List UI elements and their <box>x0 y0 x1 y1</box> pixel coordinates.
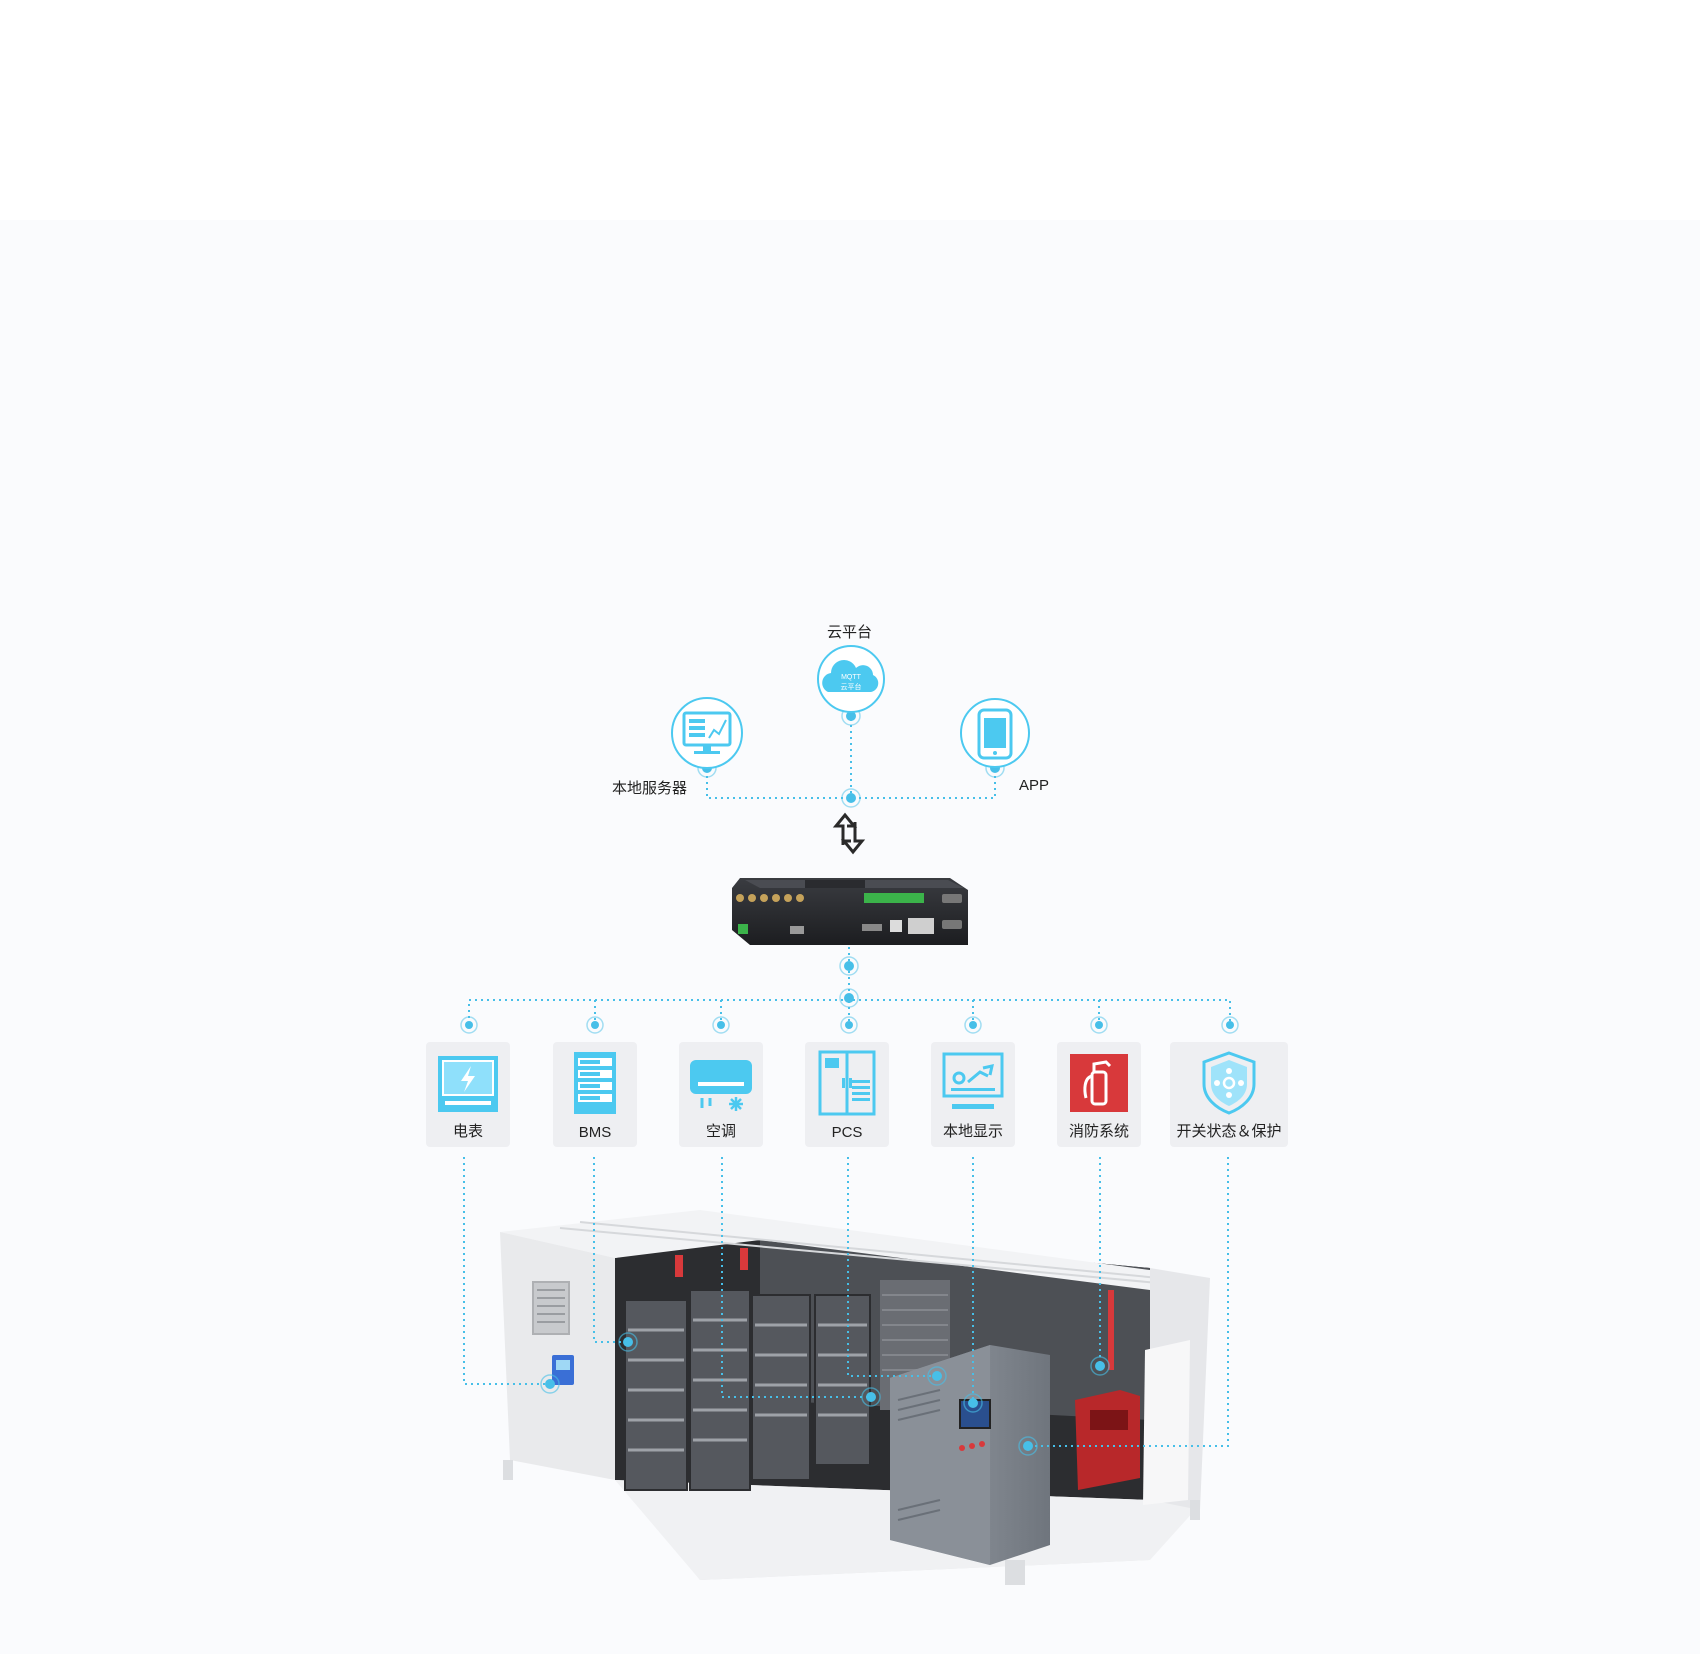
device-card-pcs: PCS <box>805 1042 889 1147</box>
top-connections <box>706 713 996 799</box>
device-card-display: 本地显示 <box>931 1042 1015 1147</box>
device-label: PCS <box>831 1124 863 1141</box>
electric-meter-icon <box>438 1056 498 1112</box>
fire-extinguisher-icon <box>1070 1054 1128 1112</box>
cloud-inner-text-2: 云平台 <box>841 682 862 691</box>
smartphone-icon <box>960 698 1030 768</box>
local-display-icon <box>942 1052 1004 1109</box>
gateway-device <box>732 878 968 945</box>
device-label: 消防系统 <box>1068 1123 1129 1140</box>
container-connection-lines <box>463 1157 1229 1447</box>
device-label: 本地显示 <box>942 1123 1003 1140</box>
container-connection-dots <box>540 1332 1110 1456</box>
monitor-chart-icon <box>671 697 743 769</box>
air-conditioner-icon <box>690 1060 752 1111</box>
pcs-cabinet-icon <box>818 1050 876 1116</box>
device-card-ac: 空调 <box>679 1042 763 1147</box>
device-label: BMS <box>578 1124 612 1141</box>
device-label: 开关状态＆保护 <box>1176 1123 1282 1140</box>
device-card-switch: 开关状态＆保护 <box>1170 1042 1288 1147</box>
device-card-bms: BMS <box>553 1042 637 1147</box>
cloud-label: 云平台 <box>827 624 873 641</box>
shield-switch-icon <box>1202 1051 1256 1115</box>
device-label: 电表 <box>452 1123 483 1140</box>
device-bus-dots <box>460 956 1239 1034</box>
server-label: 本地服务器 <box>612 780 688 797</box>
energy-storage-container <box>500 1210 1210 1585</box>
bms-rack-icon <box>574 1052 616 1114</box>
cloud-icon: MQTT 云平台 <box>817 645 885 713</box>
bidirectional-arrow-icon <box>832 812 866 855</box>
device-bus-lines <box>468 947 1231 1024</box>
app-label: APP <box>1019 777 1050 794</box>
device-card-fire: 消防系统 <box>1057 1042 1141 1147</box>
device-label: 空调 <box>705 1123 736 1140</box>
device-card-meter: 电表 <box>426 1042 510 1147</box>
cloud-inner-text-1: MQTT <box>841 674 862 681</box>
